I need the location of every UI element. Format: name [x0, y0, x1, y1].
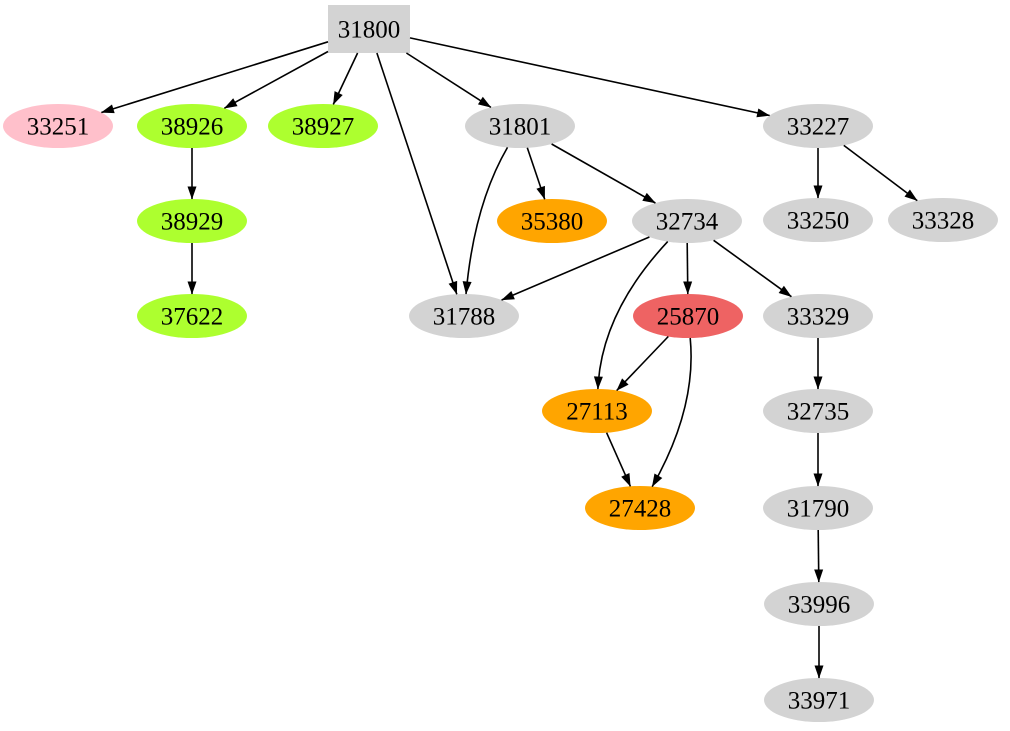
node-shape-35380	[497, 199, 607, 243]
node-33251: 33251	[3, 104, 113, 148]
node-33996: 33996	[764, 582, 874, 626]
node-label-33329: 33329	[787, 304, 850, 331]
node-label-38929: 38929	[161, 209, 224, 236]
node-shape-31788	[409, 294, 519, 338]
node-shape-31800	[328, 5, 410, 53]
node-label-31801: 31801	[489, 114, 552, 141]
node-shape-33227	[763, 104, 873, 148]
edge-32734-27113	[593, 241, 669, 390]
nodes-layer: 31800 33251 38926 38927 31801 33227 38929 35380…	[3, 5, 998, 722]
edges-layer	[100, 37, 918, 679]
node-32734: 32734	[632, 199, 742, 243]
node-label-33251: 33251	[27, 114, 90, 141]
node-label-27113: 27113	[566, 399, 628, 426]
node-37622: 37622	[137, 294, 247, 338]
node-label-31788: 31788	[433, 304, 496, 331]
node-shape-25870	[633, 294, 743, 338]
node-shape-31790	[763, 486, 873, 530]
edge-31800-38926	[223, 50, 329, 109]
node-25870: 25870	[633, 294, 743, 338]
node-label-27428: 27428	[609, 496, 672, 523]
node-33329: 33329	[763, 294, 873, 338]
node-label-25870: 25870	[657, 304, 720, 331]
node-shape-38926	[137, 104, 247, 148]
node-31800: 31800	[328, 5, 410, 53]
edge-31800-31788	[376, 52, 458, 295]
edge-25870-27428	[651, 337, 692, 488]
node-32735: 32735	[763, 389, 873, 433]
node-31801: 31801	[465, 104, 575, 148]
node-shape-33329	[763, 294, 873, 338]
node-label-32735: 32735	[787, 399, 850, 426]
node-shape-32734	[632, 199, 742, 243]
node-38927: 38927	[268, 104, 378, 148]
node-27113: 27113	[542, 389, 652, 433]
node-33328: 33328	[888, 198, 998, 242]
node-shape-27428	[585, 486, 695, 530]
node-shape-33250	[763, 198, 873, 242]
node-shape-31801	[465, 104, 575, 148]
edge-32734-33329	[713, 239, 792, 298]
edge-31800-33227	[409, 37, 771, 118]
node-38929: 38929	[137, 199, 247, 243]
edge-33227-33328	[843, 144, 918, 202]
node-label-31800: 31800	[338, 17, 401, 44]
edge-31800-33251	[100, 41, 329, 114]
node-shape-33996	[764, 582, 874, 626]
edge-25870-27113	[616, 335, 669, 392]
node-label-33328: 33328	[912, 208, 975, 235]
node-33250: 33250	[763, 198, 873, 242]
node-label-31790: 31790	[787, 496, 850, 523]
node-27428: 27428	[585, 486, 695, 530]
node-shape-27113	[542, 389, 652, 433]
node-33227: 33227	[763, 104, 873, 148]
node-33971: 33971	[764, 678, 874, 722]
node-38926: 38926	[137, 104, 247, 148]
edge-31790-33996	[814, 529, 824, 583]
edge-32734-31788	[501, 236, 650, 301]
node-shape-37622	[137, 294, 247, 338]
node-shape-33971	[764, 678, 874, 722]
edge-27113-27428	[605, 432, 632, 487]
node-label-38927: 38927	[292, 114, 355, 141]
node-shape-38927	[268, 104, 378, 148]
node-label-33250: 33250	[787, 208, 850, 235]
node-35380: 35380	[497, 199, 607, 243]
node-label-32734: 32734	[656, 209, 719, 236]
node-shape-32735	[763, 389, 873, 433]
node-shape-33251	[3, 104, 113, 148]
edge-31801-35380	[526, 147, 546, 200]
edge-31800-38927	[332, 52, 359, 105]
node-label-33996: 33996	[788, 592, 851, 619]
edge-31800-31801	[405, 52, 492, 108]
node-label-33227: 33227	[787, 114, 850, 141]
node-label-38926: 38926	[161, 114, 224, 141]
node-shape-38929	[137, 199, 247, 243]
node-31790: 31790	[763, 486, 873, 530]
edge-31801-32734	[551, 143, 656, 204]
edge-32734-25870	[683, 242, 693, 295]
node-label-33971: 33971	[788, 688, 851, 715]
node-shape-33328	[888, 198, 998, 242]
edge-31801-31788	[462, 146, 509, 295]
node-label-35380: 35380	[521, 209, 584, 236]
node-label-37622: 37622	[161, 304, 224, 331]
node-31788: 31788	[409, 294, 519, 338]
